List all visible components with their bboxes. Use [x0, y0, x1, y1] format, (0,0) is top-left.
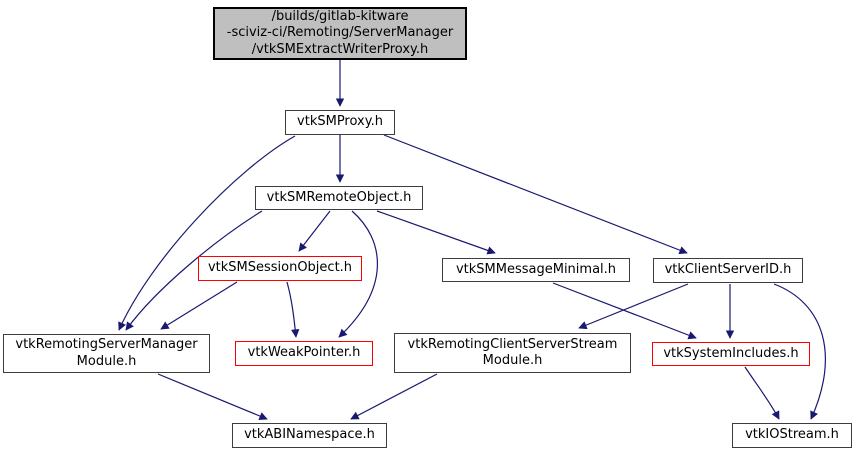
node-label: vtkSMSessionObject.h — [207, 260, 353, 276]
node-vtkSMMessageMinimal[interactable]: vtkSMMessageMinimal.h — [442, 258, 630, 282]
edge-vtkSMProxy-to-vtkClientServerID — [383, 134, 688, 255]
node-label: -sciviz-ci/Remoting/ServerManager — [226, 25, 454, 41]
edge-vtkSMRemoteObject-to-vtkSMMessageMinimal — [376, 210, 496, 255]
node-label: vtkSMProxy.h — [297, 114, 383, 130]
edge-vtkSMSessionObject-to-vtkWeakPointer — [286, 281, 300, 338]
node-vtkSMSessionObject[interactable]: vtkSMSessionObject.h — [198, 256, 362, 281]
edge-vtkClientServerID-to-vtkIOStream — [773, 283, 826, 420]
edge-vtkSMMessageMinimal-to-vtkSystemIncludes — [552, 282, 697, 340]
node-vtkIOStream[interactable]: vtkIOStream.h — [732, 423, 852, 448]
node-label: vtkWeakPointer.h — [247, 345, 361, 361]
node-label: vtkIOStream.h — [745, 427, 839, 443]
node-vtkWeakPointer[interactable]: vtkWeakPointer.h — [235, 341, 373, 366]
edge-vtkSMRemoteObject-to-vtkRemotingServerManagerModule — [125, 210, 263, 331]
edge-vtkSMRemoteObject-to-vtkSMSessionObject — [298, 210, 331, 252]
edge-vtkClientServerID-to-vtkRemotingClientServerStreamModule — [578, 283, 689, 330]
edge-vtkRemotingClientServerStreamModule-to-vtkABINamespace — [350, 373, 438, 420]
node-label: Module.h — [76, 353, 137, 369]
node-label: /builds/gitlab-kitware — [271, 9, 409, 25]
node-main: /builds/gitlab-kitware-sciviz-ci/Remotin… — [213, 7, 467, 60]
edge-vtkSMRemoteObject-to-vtkWeakPointer — [338, 210, 378, 338]
edge-vtkSMSessionObject-to-vtkRemotingServerManagerModule — [160, 281, 238, 330]
node-label: vtkRemotingClientServerStream — [407, 336, 618, 352]
node-label: vtkSMRemoteObject.h — [266, 189, 412, 205]
node-vtkClientServerID[interactable]: vtkClientServerID.h — [653, 258, 803, 283]
node-vtkABINamespace[interactable]: vtkABINamespace.h — [232, 423, 387, 448]
node-label: vtkClientServerID.h — [664, 262, 792, 278]
node-vtkSMRemoteObject[interactable]: vtkSMRemoteObject.h — [255, 186, 423, 210]
node-vtkSMProxy[interactable]: vtkSMProxy.h — [285, 110, 395, 135]
node-vtkSystemIncludes[interactable]: vtkSystemIncludes.h — [652, 342, 810, 366]
node-label: /vtkSMExtractWriterProxy.h — [251, 41, 429, 57]
node-label: vtkSystemIncludes.h — [663, 345, 799, 361]
node-label: vtkSMMessageMinimal.h — [455, 261, 617, 277]
edge-vtkSMProxy-to-vtkRemotingServerManagerModule — [118, 135, 296, 331]
edge-vtkRemotingServerManagerModule-to-vtkABINamespace — [157, 373, 268, 420]
node-label: vtkRemotingServerManager — [15, 337, 198, 353]
edge-vtkSystemIncludes-to-vtkIOStream — [744, 366, 780, 420]
node-label: vtkABINamespace.h — [244, 427, 375, 443]
node-label: Module.h — [482, 353, 543, 368]
